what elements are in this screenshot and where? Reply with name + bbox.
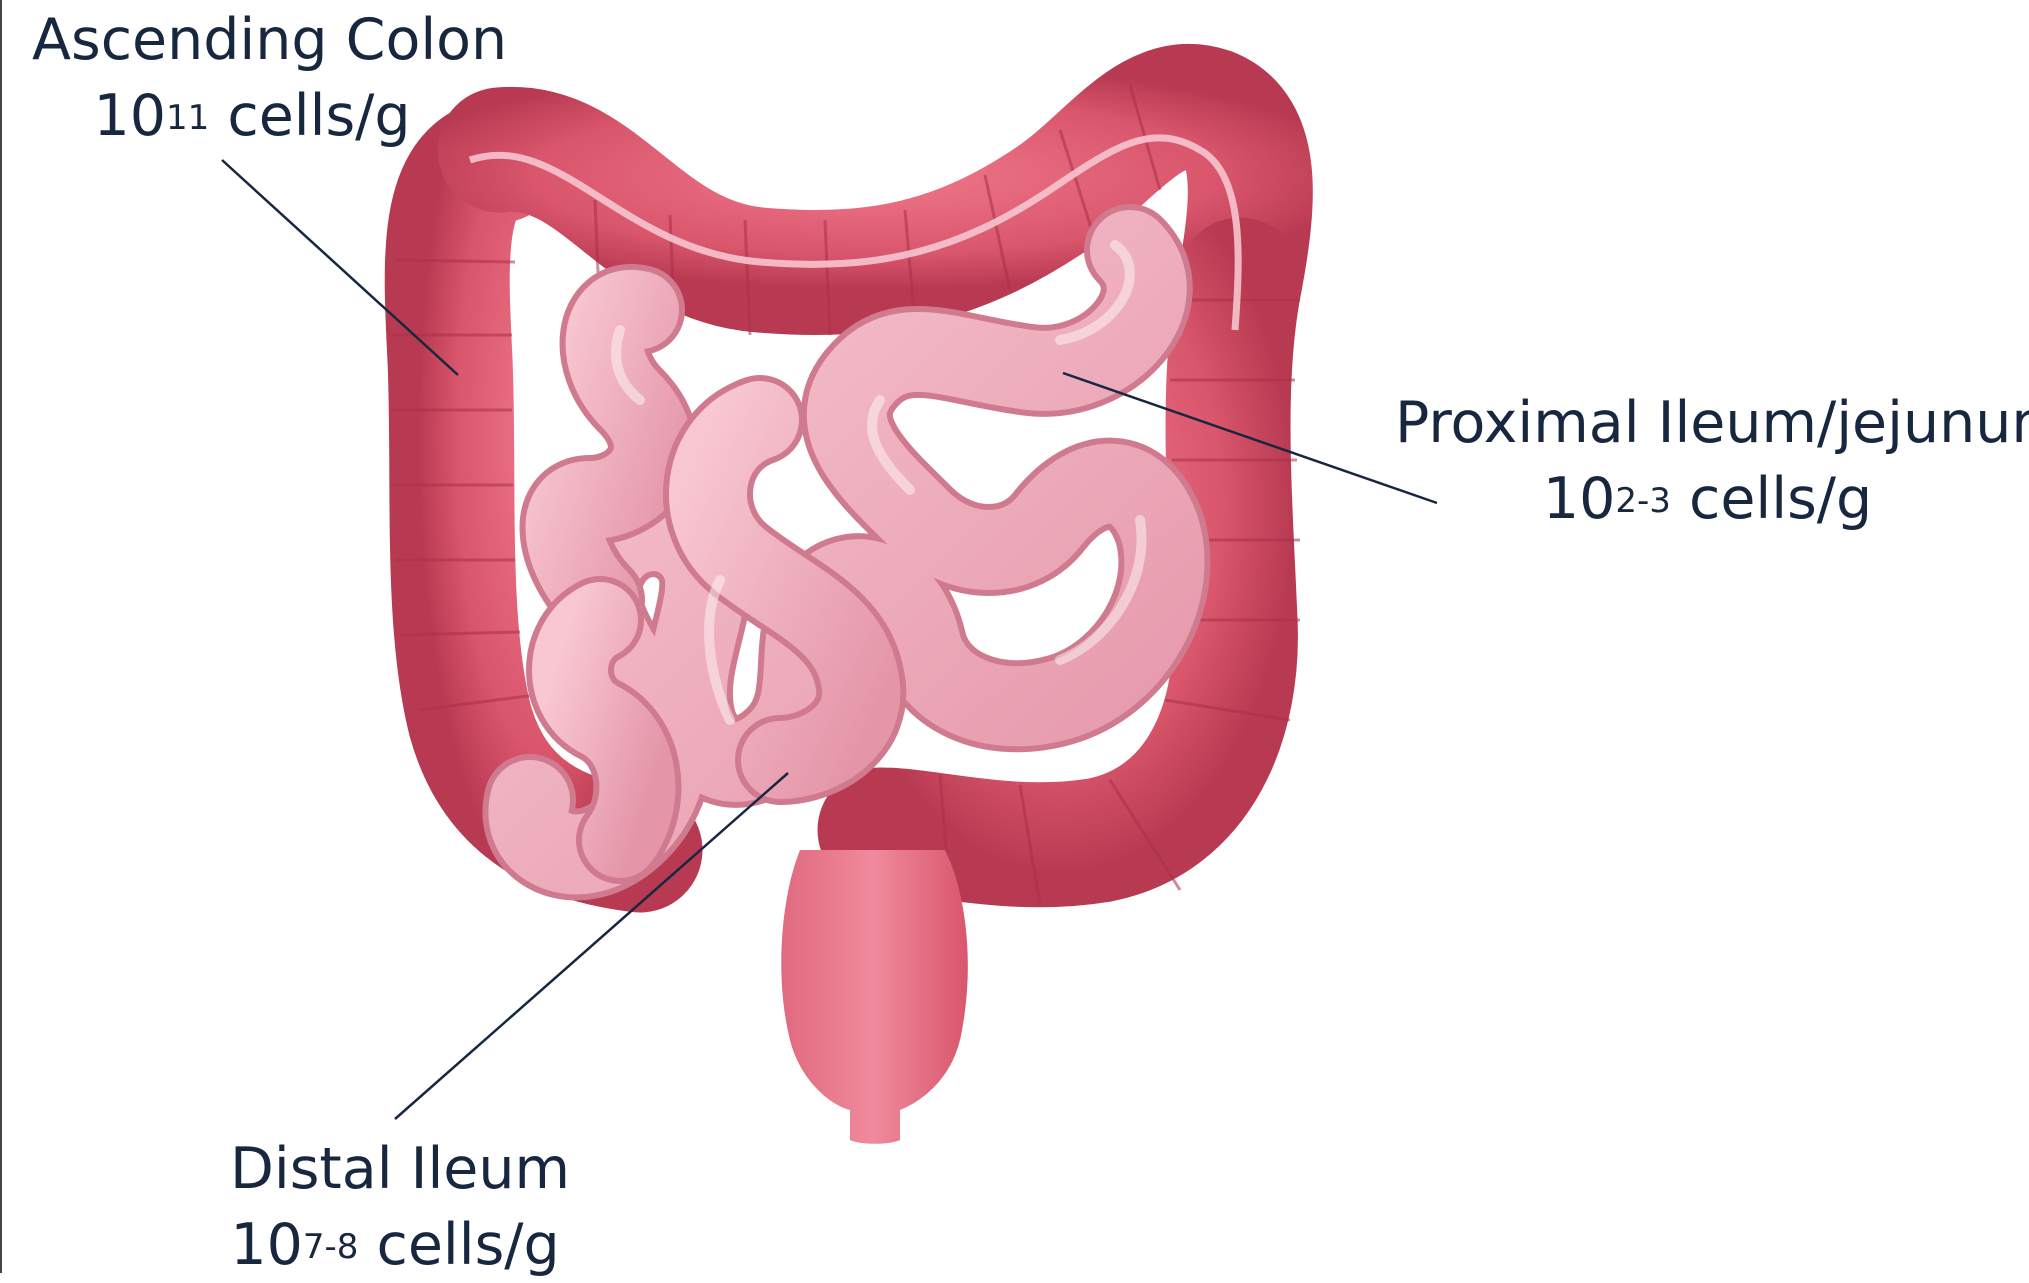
value-unit: cells/g — [209, 83, 410, 149]
label-distal-ileum-value: 107-8 cells/g — [230, 1207, 560, 1283]
value-exponent: 7-8 — [303, 1227, 359, 1267]
small-intestine — [528, 245, 1164, 854]
label-ascending-colon-value: 1011 cells/g — [32, 78, 472, 154]
label-proximal-ileum-value: 102-3 cells/g — [1395, 461, 2020, 537]
value-base: 10 — [230, 1212, 303, 1278]
value-exponent: 2-3 — [1615, 481, 1671, 521]
label-ascending-colon: Ascending Colon 1011 cells/g — [32, 2, 472, 154]
value-exponent: 11 — [166, 98, 209, 138]
value-unit: cells/g — [1671, 466, 1872, 532]
label-proximal-ileum: Proximal Ileum/jejunum 102-3 cells/g — [1395, 385, 2020, 537]
value-unit: cells/g — [358, 1212, 559, 1278]
label-distal-ileum-name: Distal Ileum — [230, 1131, 560, 1207]
value-base: 10 — [1543, 466, 1616, 532]
label-distal-ileum: Distal Ileum 107-8 cells/g — [230, 1131, 560, 1283]
value-base: 10 — [93, 83, 166, 149]
label-ascending-colon-name: Ascending Colon — [32, 2, 472, 78]
label-proximal-ileum-name: Proximal Ileum/jejunum — [1395, 385, 2020, 461]
rectum — [781, 850, 968, 1144]
